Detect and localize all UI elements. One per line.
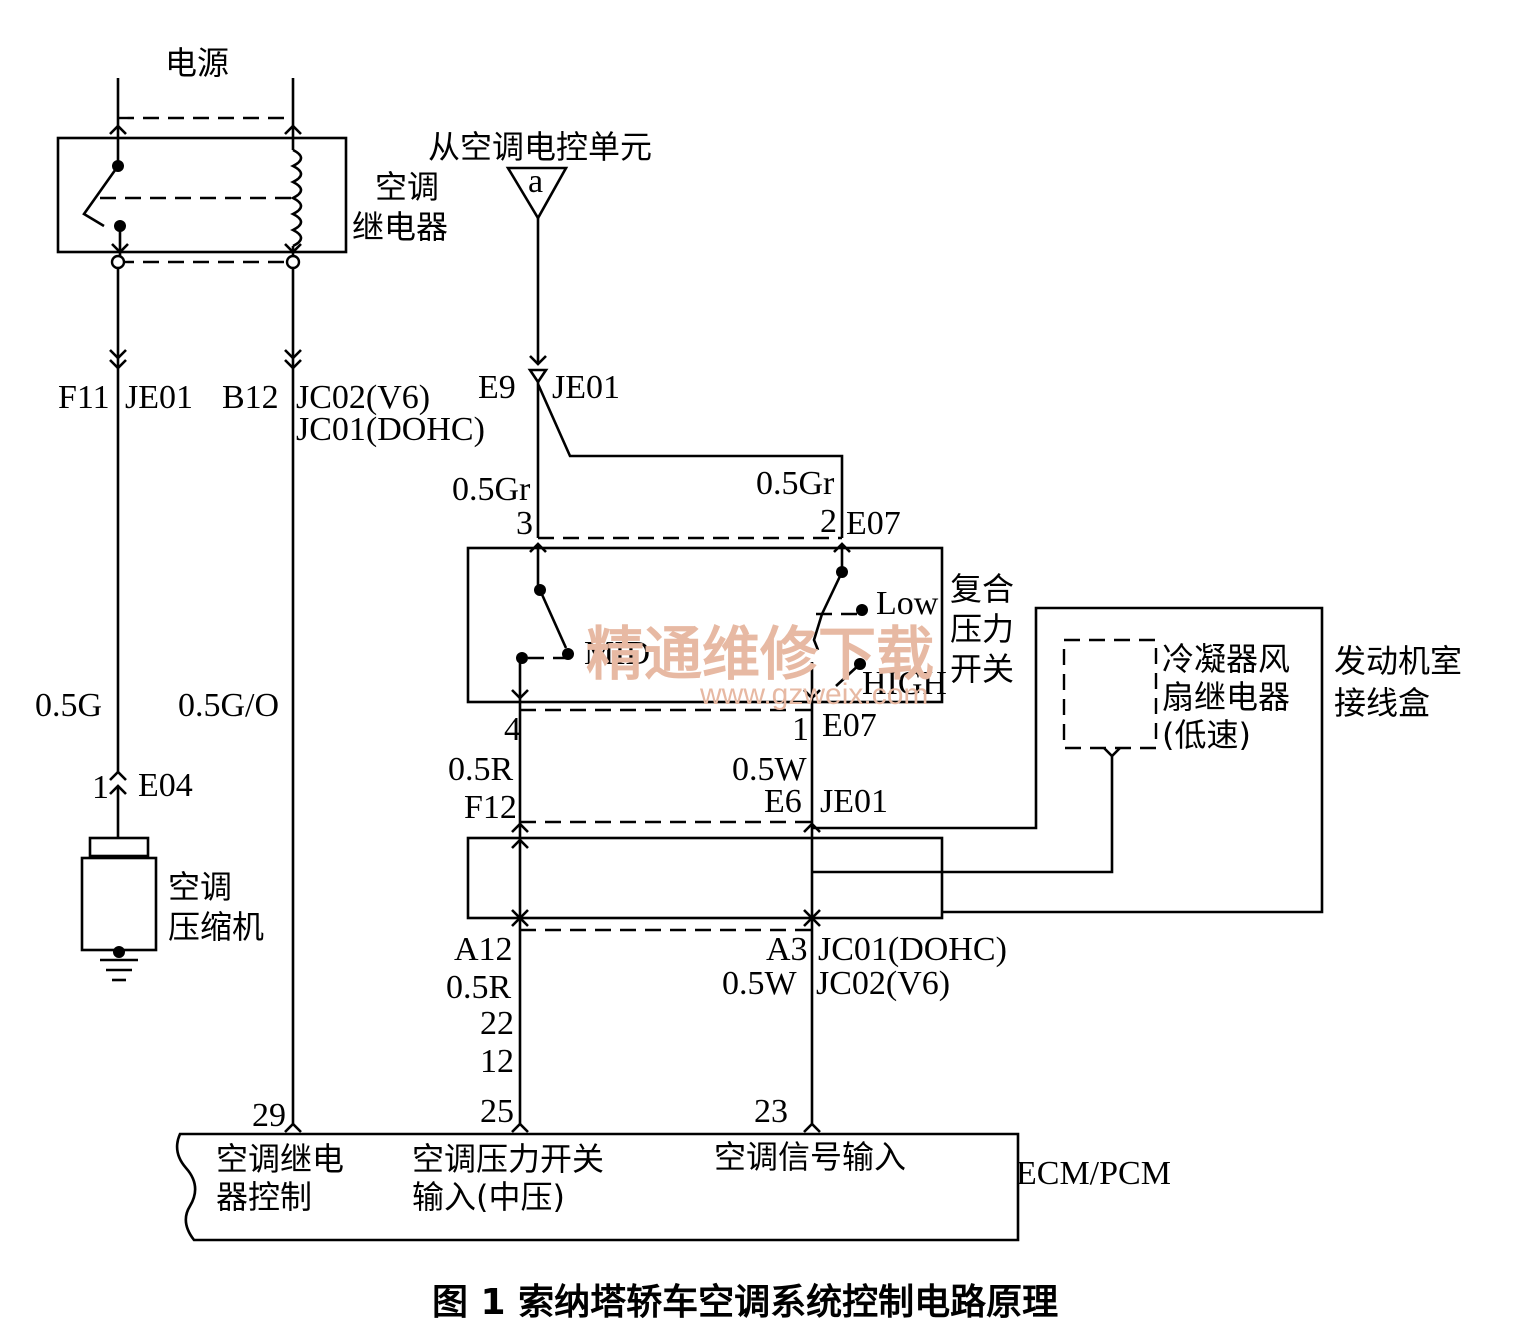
relay-control-wire (284, 268, 302, 1133)
ac-signal-source (505, 166, 844, 538)
pin-1: 1 (792, 711, 809, 748)
connector-e07-top: E07 (846, 505, 901, 542)
wire-0-5g-o: 0.5G/O (178, 687, 279, 724)
pin-a12: A12 (454, 931, 513, 968)
connector-e07-bottom: E07 (822, 707, 877, 744)
pin-b12: B12 (222, 379, 279, 416)
wire-0-5g: 0.5G (35, 687, 102, 724)
pin-22: 22 (480, 1005, 514, 1042)
pin-12: 12 (480, 1043, 514, 1080)
watermark-url: www.gzweix.com (699, 678, 928, 711)
pin-a3: A3 (766, 931, 808, 968)
wire-0-5w-lower: 0.5W (722, 965, 798, 1002)
pressure-switch-label-2: 压力 (950, 610, 1014, 648)
pressure-switch-label-1: 复合 (950, 570, 1014, 608)
connector-jc01-dohc-lower: JC01(DOHC) (818, 931, 1007, 968)
ac-compressor (80, 836, 158, 982)
fan-relay-label-2: 扇继电器 (1162, 678, 1290, 716)
pin-2: 2 (820, 503, 837, 540)
connector-jc02-v6: JC02(V6) (296, 379, 430, 416)
wire-0-5w-upper: 0.5W (732, 751, 808, 788)
wire-0-5r-upper: 0.5R (448, 751, 514, 788)
junction-box (466, 606, 1324, 1124)
pin-29: 29 (252, 1097, 286, 1134)
high-label: HIGH (862, 665, 947, 702)
low-label: Low (876, 585, 939, 622)
pin-4: 4 (504, 711, 521, 748)
pin-25: 25 (480, 1093, 514, 1130)
compressor-label-2: 压缩机 (168, 908, 264, 946)
pin-e9: E9 (478, 369, 516, 406)
compressor-label-1: 空调 (168, 868, 232, 906)
ecm-signal-input: 空调信号输入 (714, 1138, 906, 1176)
connector-jc01-dohc: JC01(DOHC) (296, 411, 485, 448)
figure-caption: 图 1 索纳塔轿车空调系统控制电路原理 (432, 1282, 1058, 1323)
ecm-pcm-label: ECM/PCM (1016, 1155, 1171, 1192)
e04-pin: 1 (92, 769, 109, 806)
watermark-cn: 精通维修下载 (586, 620, 934, 688)
connector-je01-left: JE01 (125, 379, 193, 416)
wire-0-5gr-right: 0.5Gr (756, 465, 835, 502)
pin-23: 23 (754, 1093, 788, 1130)
ac-relay-block (56, 78, 348, 270)
ecm-pcm-block (175, 1122, 1020, 1242)
connector-e04: E04 (138, 767, 193, 804)
ac-relay-label-1: 空调 (375, 168, 439, 206)
wire-0-5r-lower: 0.5R (446, 969, 512, 1006)
pressure-switch-block (466, 536, 944, 712)
ecm-relay-control-1: 空调继电 (216, 1140, 344, 1178)
engine-room-box-label-2: 接线盒 (1334, 684, 1430, 722)
pin-f11: F11 (58, 379, 110, 416)
pin-f12: F12 (464, 789, 517, 826)
pressure-switch-label-3: 开关 (950, 650, 1014, 688)
fan-relay-label-1: 冷凝器风 (1162, 640, 1290, 678)
connector-a: a (528, 163, 543, 200)
connector-je01-signal: JE01 (552, 369, 620, 406)
ac-relay-label-2: 继电器 (352, 208, 448, 246)
power-label: 电源 (165, 44, 229, 82)
engine-room-box-label-1: 发动机室 (1334, 642, 1462, 680)
from-ac-unit-label: 从空调电控单元 (428, 128, 652, 166)
connector-je01-junction: JE01 (820, 783, 888, 820)
fan-relay-label-3: (低速) (1162, 716, 1251, 754)
wire-0-5gr-left: 0.5Gr (452, 471, 531, 508)
pin-3: 3 (516, 505, 533, 542)
mid-label: MID (584, 635, 650, 672)
connector-jc02-v6-lower: JC02(V6) (816, 965, 950, 1002)
compressor-wire (109, 268, 127, 838)
pin-e6: E6 (764, 783, 802, 820)
ecm-relay-control-2: 器控制 (216, 1178, 312, 1216)
ecm-pressure-input-1: 空调压力开关 (412, 1140, 604, 1178)
ecm-pressure-input-2: 输入(中压) (412, 1178, 565, 1216)
